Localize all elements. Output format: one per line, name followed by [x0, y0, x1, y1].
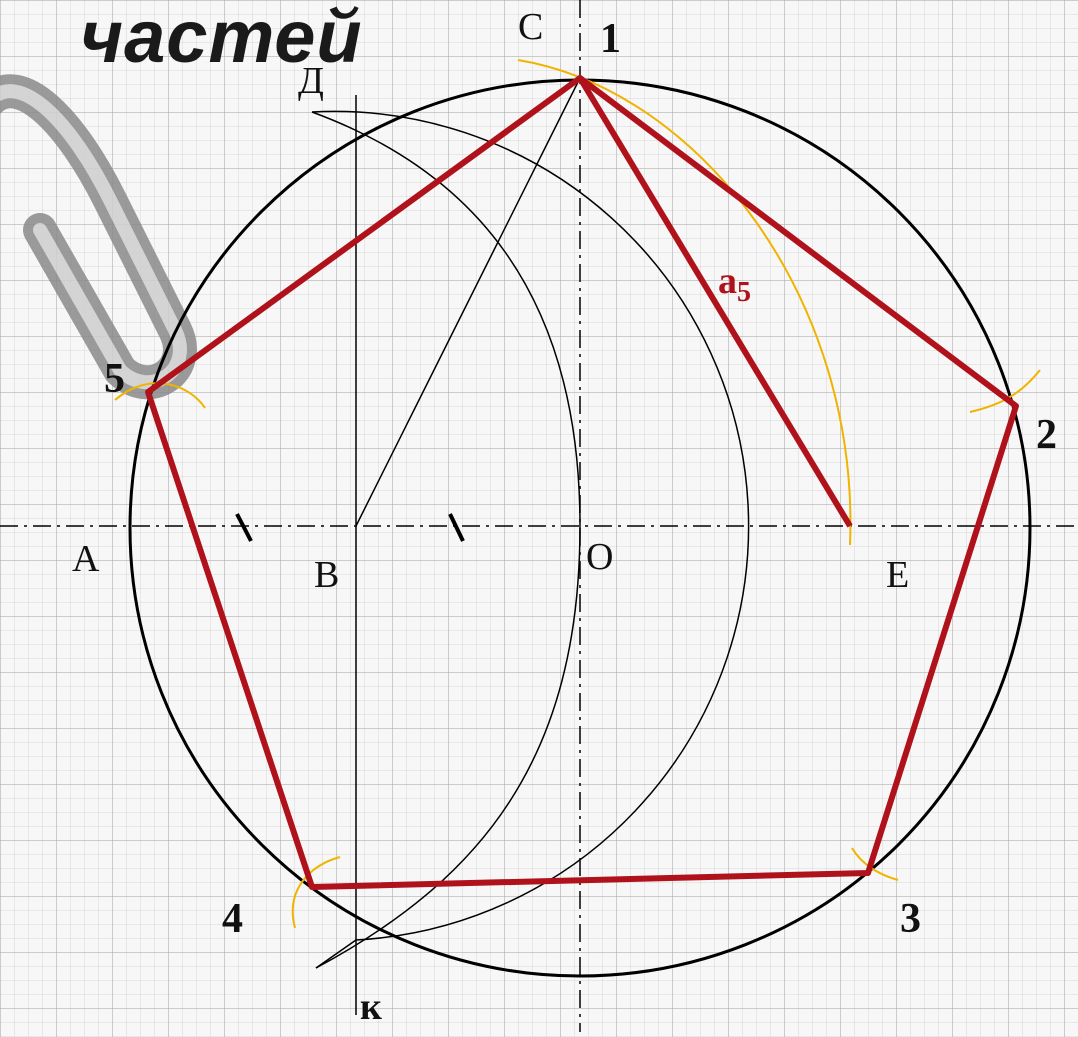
pentagon: [145, 75, 1019, 890]
arc-CE: [517, 59, 852, 546]
arc-vertex-5: [114, 382, 206, 409]
construction-arc-O: [311, 110, 750, 969]
page-title: частей: [80, 0, 363, 78]
paperclip-icon: [0, 74, 197, 400]
vertex-number-2: 2: [1036, 412, 1057, 458]
vertex-number-3: 3: [900, 896, 921, 942]
line-B-to-C: [355, 77, 581, 527]
label-point-D: Д: [298, 60, 324, 102]
vertex-number-1: 1: [600, 16, 621, 62]
label-point-O: O: [586, 536, 614, 578]
side-label-sub: 5: [737, 277, 751, 308]
side-a5-segment: [577, 76, 853, 528]
tick-mark-AB: [235, 513, 253, 542]
tick-mark-BO: [448, 513, 465, 542]
label-point-K: к: [360, 986, 382, 1028]
vertex-number-5: 5: [104, 356, 125, 402]
pentagon-outline: [145, 75, 1019, 890]
construction-arc-O-2: [311, 111, 581, 969]
vertex-number-4: 4: [222, 896, 243, 942]
arc-vertex-4: [291, 856, 341, 929]
label-point-E: E: [886, 554, 910, 596]
side-length-label: a5: [718, 260, 751, 307]
label-point-B: B: [314, 554, 340, 596]
side-label-main: a: [718, 260, 737, 302]
label-point-C: C: [518, 6, 544, 48]
label-point-A: A: [72, 538, 100, 580]
